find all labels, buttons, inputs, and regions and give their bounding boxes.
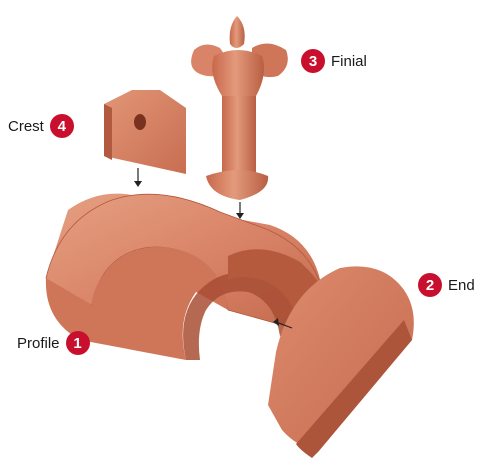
label-profile: Profile <box>17 335 60 352</box>
callout-finial: 3 Finial <box>301 49 367 73</box>
label-crest: Crest <box>8 118 44 135</box>
callout-crest: Crest 4 <box>8 114 74 138</box>
callout-profile: Profile 1 <box>17 331 90 355</box>
badge-3: 3 <box>301 49 325 73</box>
badge-2: 2 <box>418 273 442 297</box>
finial-ornament <box>191 16 288 200</box>
label-end: End <box>448 277 475 294</box>
crest-piece <box>104 90 186 174</box>
badge-4: 4 <box>50 114 74 138</box>
badge-1: 1 <box>66 331 90 355</box>
label-finial: Finial <box>331 53 367 70</box>
callout-end: 2 End <box>418 273 475 297</box>
